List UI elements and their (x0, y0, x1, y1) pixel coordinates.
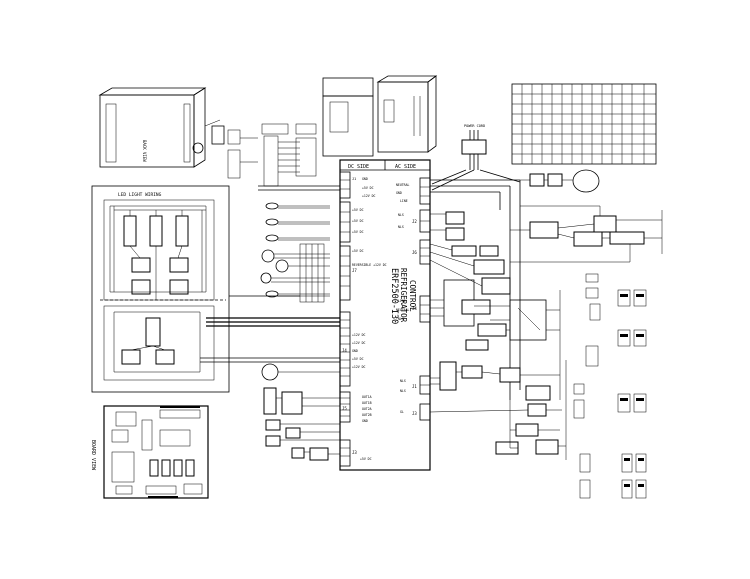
dc-j5-pin-3: OUT2B (362, 413, 372, 417)
ac-top-pin-0: NEUTRAL (396, 183, 410, 187)
ac-wiring (429, 169, 663, 460)
dc-j7-pin-0: +5V DC (352, 249, 364, 253)
dc-j3: J3 +5V DC (339, 439, 372, 467)
dc-lower: +12V DC +12V DC GND +5V DC +12V DC J4 (339, 311, 366, 387)
board-view-panel: BOARD VIEW (90, 405, 209, 499)
led-light-wiring-title: LED LIGHT WIRING (118, 192, 162, 198)
ac-j3: J3 GL (400, 403, 431, 421)
dc-j5-pin-2: OUT2A (362, 407, 372, 411)
ac-top-pin-2: LINE (400, 199, 408, 203)
led-light-wiring-panel: LED LIGHT WIRING (91, 185, 340, 393)
ac-j6: J6 (412, 239, 431, 265)
dc-j7-label: J7 (352, 268, 357, 273)
dc-j3-pin-0: +5V DC (360, 457, 372, 461)
ac-j4-pin-2: NLS (398, 317, 404, 321)
ac-j4-label: J4 (412, 306, 417, 311)
ac-side-label: AC SIDE (395, 164, 416, 170)
dc-lower-pin-0: +12V DC (352, 333, 366, 337)
dc-side-label: DC SIDE (348, 164, 369, 170)
dc-j5-pin-4: GND (362, 419, 368, 423)
dc-j1-pin-1: +5V DC (362, 186, 374, 190)
dc-lower-pin-1: +12V DC (352, 341, 366, 345)
legend-table (511, 83, 657, 165)
dc-j5-label: J5 (342, 406, 347, 411)
dc-j7: J7 +5V DC REVERSIBLE +12V DC (339, 245, 387, 301)
ac-top: NEUTRAL GND LINE (396, 177, 431, 205)
ac-top-pin-1: GND (396, 191, 402, 195)
ac-j1: J1 NLS NLS (400, 375, 431, 395)
dc-j5: J5 OUT1A OUT1B OUT2A OUT2B GND (339, 391, 372, 423)
dc-j2: +5V DC +5V DC +5V DC (339, 201, 364, 243)
led-modules (121, 215, 189, 365)
board-control: CONTROL (408, 280, 417, 312)
dc-j1-pin-0: GND (362, 177, 368, 181)
board-view-label: BOARD VIEW (90, 440, 96, 471)
ac-j3-label: J3 (412, 411, 417, 416)
dc-j7-pin-1: REVERSIBLE +12V DC (352, 263, 387, 267)
ac-j1-pin-0: NLS (400, 379, 406, 383)
dc-j1-pin-2: +12V DC (362, 194, 376, 198)
dc-lower-pin-2: GND (352, 349, 358, 353)
dc-j5-pin-0: OUT1A (362, 395, 372, 399)
ac-j2: J2 NLS NLS (398, 209, 431, 233)
dc-j2-pin-0: +5V DC (352, 208, 364, 212)
dc-j1-label: J1 (352, 177, 356, 181)
back-view-label: BACK VIEW (142, 140, 147, 162)
dc-j1: J1 GND +5V DC +12V DC (339, 171, 376, 199)
board-model: ERF2500-I30 (389, 268, 399, 324)
harness-label-block (227, 123, 340, 191)
ac-j1-label: J1 (412, 384, 417, 389)
dc-lower-pin-4: +12V DC (352, 365, 366, 369)
dc-j2-pin-1: +5V DC (352, 219, 364, 223)
ac-j3-pin-0: GL (400, 410, 404, 414)
control-board: DC SIDE AC SIDE J1 GND +5V DC +12V DC +5… (339, 159, 431, 471)
back-view-sketch: BACK VIEW (98, 87, 225, 168)
board-refrigerator: REFRIGERATOR (399, 268, 408, 323)
ac-j6-label: J6 (412, 250, 417, 255)
dc-lower-pin-3: +5V DC (352, 357, 364, 361)
door-sketch (322, 75, 438, 157)
connector-glyphs (573, 273, 647, 499)
dc-j5-pin-1: OUT1B (362, 401, 372, 405)
ac-j1-pin-1: NLS (400, 389, 406, 393)
ac-j4-pin-0: LINE (398, 299, 406, 303)
lower-left-components (200, 357, 340, 461)
dc-j2-pin-2: +5V DC (352, 230, 364, 234)
power-cord-label: POWER CORD (464, 124, 485, 128)
ac-j2-label: J2 (412, 219, 417, 224)
ac-j2-pin-0: NLS (398, 213, 404, 217)
dc-j3-label: J3 (352, 450, 357, 455)
sensors (260, 202, 330, 303)
ac-j4: J4 LINE NEUTRAL NLS (396, 295, 431, 323)
board-name: ERF2500-I30 REFRIGERATOR CONTROL (389, 268, 417, 324)
ac-j4-pin-1: NEUTRAL (396, 308, 410, 312)
ac-j2-pin-1: NLS (398, 225, 404, 229)
dc-j4-label: J4 (342, 348, 347, 353)
